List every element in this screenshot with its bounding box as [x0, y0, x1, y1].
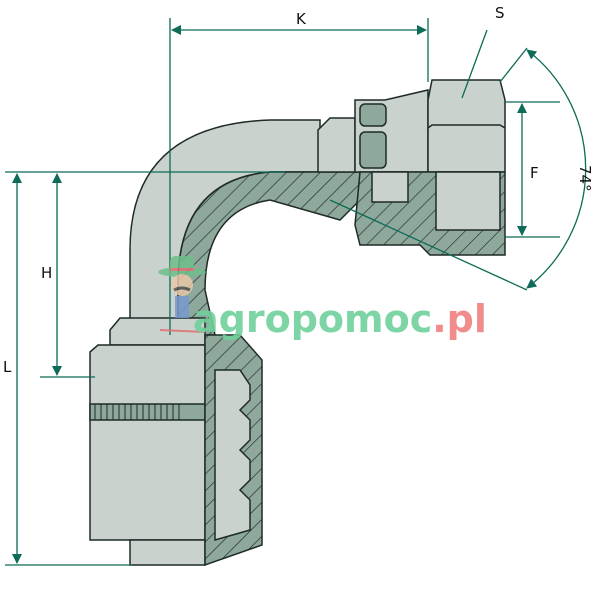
nut-bore	[435, 171, 501, 231]
label-s: S	[495, 4, 505, 22]
hex-nut	[427, 79, 506, 173]
body-groove-upper	[359, 103, 387, 127]
socket-bore	[214, 369, 251, 541]
label-f: F	[530, 164, 539, 182]
dimensions	[5, 18, 587, 566]
body-groove-lower	[359, 131, 387, 169]
hose-stem-end	[129, 539, 206, 566]
s-leader	[461, 29, 488, 99]
label-l: L	[3, 358, 12, 376]
label-h: H	[41, 264, 52, 282]
knurl-lines	[94, 404, 180, 420]
label-angle: 74°	[576, 165, 594, 192]
watermark-text: agropomoc.pl	[193, 297, 487, 341]
label-k: K	[296, 10, 307, 28]
nipple-bore	[371, 171, 409, 203]
hose-sleeve	[89, 344, 206, 541]
angle-extension-top	[499, 47, 528, 83]
collar	[317, 117, 356, 173]
angle-extension-bottom	[329, 199, 528, 291]
angle-arc	[526, 49, 587, 289]
hex-edge	[427, 124, 506, 129]
watermark-mascot-icon	[158, 256, 206, 333]
